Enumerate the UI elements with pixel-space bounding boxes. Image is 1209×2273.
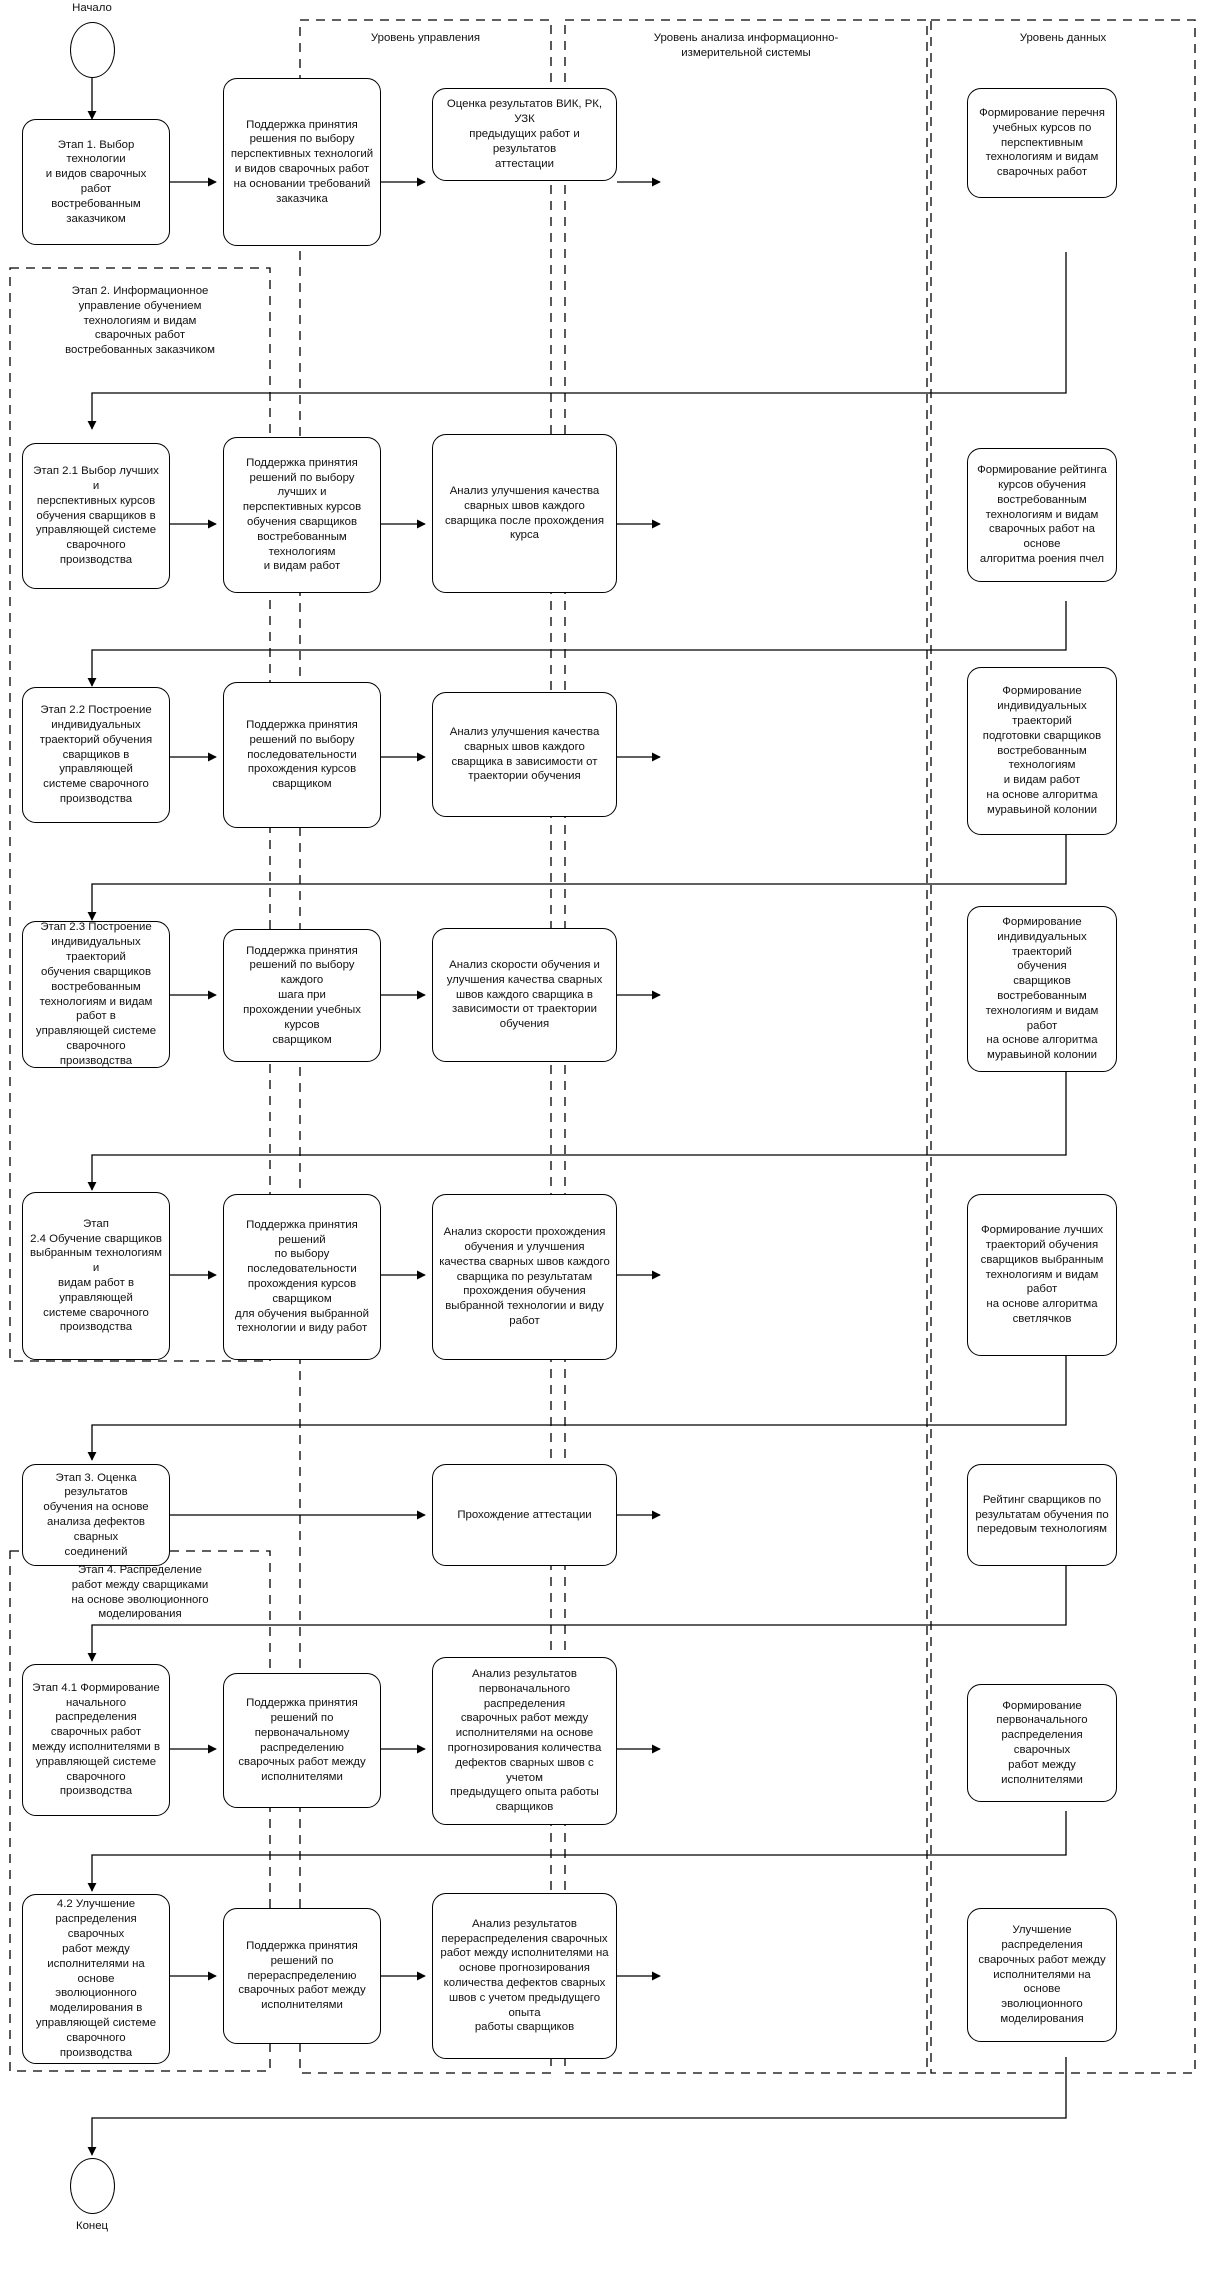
node-stage-2-1-management[interactable]: Поддержка принятия решений по выбору луч…: [223, 437, 381, 593]
node-stage-3-control[interactable]: Этап 3. Оценка результатов обучения на о…: [22, 1464, 170, 1566]
node-stage-1-control[interactable]: Этап 1. Выбор технологии и видов сварочн…: [22, 119, 170, 245]
node-stage-2-1-control[interactable]: Этап 2.1 Выбор лучших и перспективных ку…: [22, 443, 170, 589]
node-stage-4-1-control[interactable]: Этап 4.1 Формирование начального распред…: [22, 1664, 170, 1816]
node-stage-4-1-data[interactable]: Формирование первоначального распределен…: [967, 1684, 1117, 1802]
lane-box-analysis: [564, 19, 928, 2074]
node-stage-4-2-management[interactable]: Поддержка принятия решений по перераспре…: [223, 1908, 381, 2044]
end-label: Конец: [75, 2220, 109, 2232]
node-stage-2-4-control[interactable]: Этап 2.4 Обучение сварщиков выбранным те…: [22, 1192, 170, 1360]
node-stage-2-4-management[interactable]: Поддержка принятия решений по выбору пос…: [223, 1194, 381, 1360]
node-stage-2-2-analysis[interactable]: Анализ улучшения качества сварных швов к…: [432, 692, 617, 817]
node-stage-2-4-analysis[interactable]: Анализ скорости прохождения обучения и у…: [432, 1194, 617, 1360]
node-stage-4-1-management[interactable]: Поддержка принятия решений по первоначал…: [223, 1673, 381, 1808]
node-stage-2-3-control[interactable]: Этап 2.3 Построение индивидуальных траек…: [22, 921, 170, 1068]
node-stage-4-2-control[interactable]: 4.2 Улучшение распределения сварочных ра…: [22, 1894, 170, 2064]
node-stage-1-data[interactable]: Формирование перечня учебных курсов по п…: [967, 88, 1117, 198]
start-label: Начало: [72, 2, 112, 14]
node-stage-2-1-analysis[interactable]: Анализ улучшения качества сварных швов к…: [432, 434, 617, 593]
node-stage-2-3-data[interactable]: Формирование индивидуальных траекторий о…: [967, 906, 1117, 1072]
node-stage-1-management[interactable]: Поддержка принятия решения по выбору пер…: [223, 78, 381, 246]
node-stage-3-data[interactable]: Рейтинг сварщиков по результатам обучени…: [967, 1464, 1117, 1566]
end-terminator: [70, 2158, 115, 2214]
group-title-stage-2: Этап 2. Информационное управление обучен…: [65, 285, 215, 357]
wire-s24d-s3a: [87, 1355, 1067, 1461]
node-stage-2-1-data[interactable]: Формирование рейтинга курсов обучения во…: [967, 448, 1117, 582]
lane-title-analysis: Уровень анализа информационно- измерител…: [653, 32, 839, 59]
wire-s23d-s24a: [87, 1072, 1067, 1191]
node-stage-2-3-management[interactable]: Поддержка принятия решений по выбору каж…: [223, 929, 381, 1062]
wire-s21d-s22a: [87, 601, 1067, 687]
node-stage-2-2-management[interactable]: Поддержка принятия решений по выбору пос…: [223, 682, 381, 828]
node-stage-4-1-analysis[interactable]: Анализ результатов первоначального распр…: [432, 1657, 617, 1825]
node-stage-4-2-analysis[interactable]: Анализ результатов перераспределения сва…: [432, 1893, 617, 2059]
node-stage-1-analysis[interactable]: Оценка результатов ВИК, РК, УЗК предыдущ…: [432, 88, 617, 181]
start-terminator: [70, 22, 115, 78]
group-title-stage-4: Этап 4. Распределение работ между сварщи…: [71, 1564, 209, 1621]
node-stage-4-2-data[interactable]: Улучшение распределения сварочных работ …: [967, 1908, 1117, 2042]
lane-title-management: Уровень управления: [370, 32, 481, 44]
lane-title-data: Уровень данных: [1019, 32, 1107, 44]
wire-s22d-s23a: [87, 834, 1067, 921]
node-stage-2-3-analysis[interactable]: Анализ скорости обучения и улучшения кач…: [432, 928, 617, 1062]
wire-s42d-end: [87, 2057, 1067, 2156]
node-stage-2-2-control[interactable]: Этап 2.2 Построение индивидуальных траек…: [22, 687, 170, 823]
node-stage-2-4-data[interactable]: Формирование лучших траекторий обучения …: [967, 1194, 1117, 1356]
node-stage-3-analysis[interactable]: Прохождение аттестации: [432, 1464, 617, 1566]
node-stage-2-2-data[interactable]: Формирование индивидуальных траекторий п…: [967, 667, 1117, 835]
